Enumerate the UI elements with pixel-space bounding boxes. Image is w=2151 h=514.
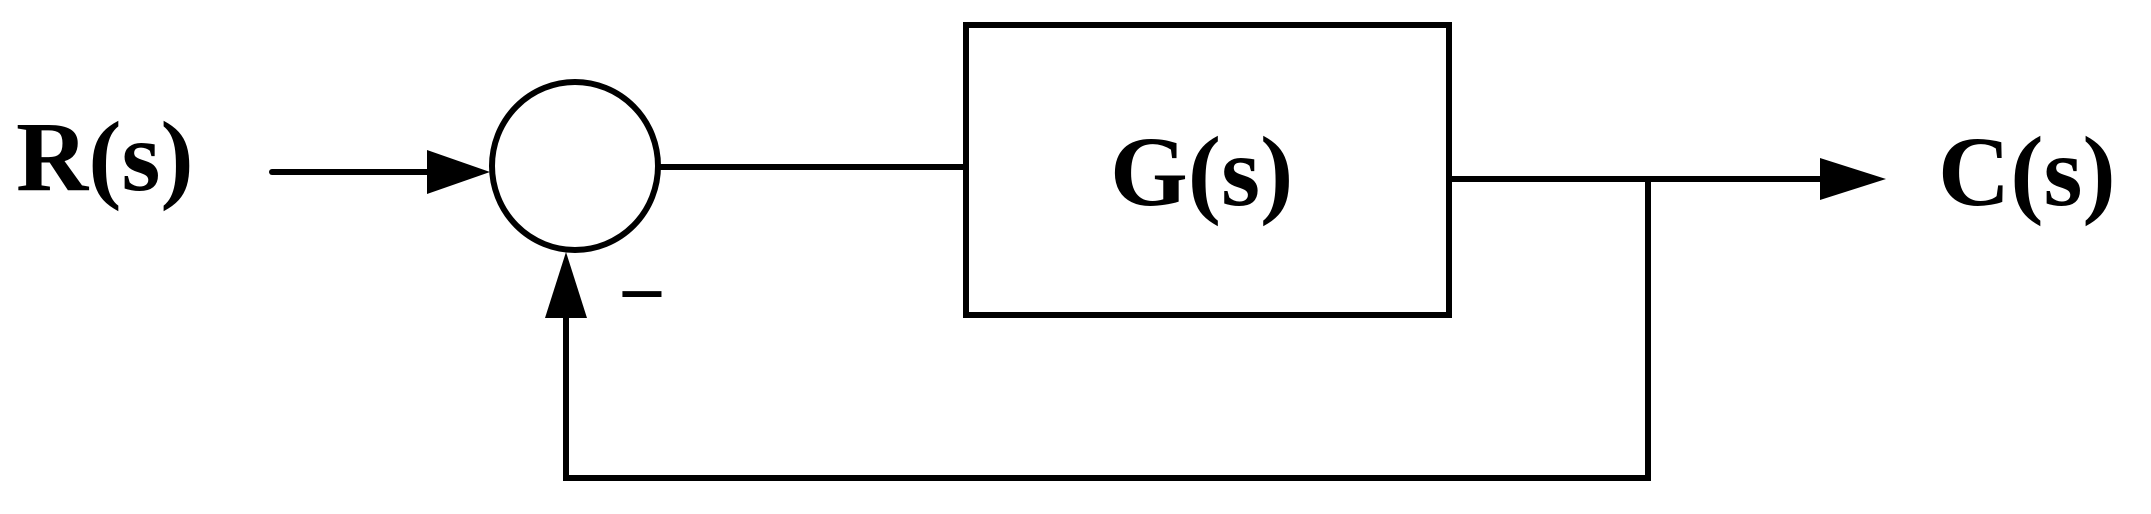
input-arrowhead: [427, 150, 490, 194]
feedback-arrowhead: [545, 252, 587, 318]
output-label: C(s): [1938, 116, 2116, 227]
feedback-path: [563, 176, 1651, 481]
feedback-minus-sign: −: [618, 248, 666, 341]
transfer-function-block: [963, 22, 1452, 318]
block-label: G(s): [1110, 116, 1293, 227]
summing-junction: [489, 79, 661, 253]
input-label: R(s): [16, 101, 194, 212]
output-arrowhead: [1820, 158, 1886, 200]
